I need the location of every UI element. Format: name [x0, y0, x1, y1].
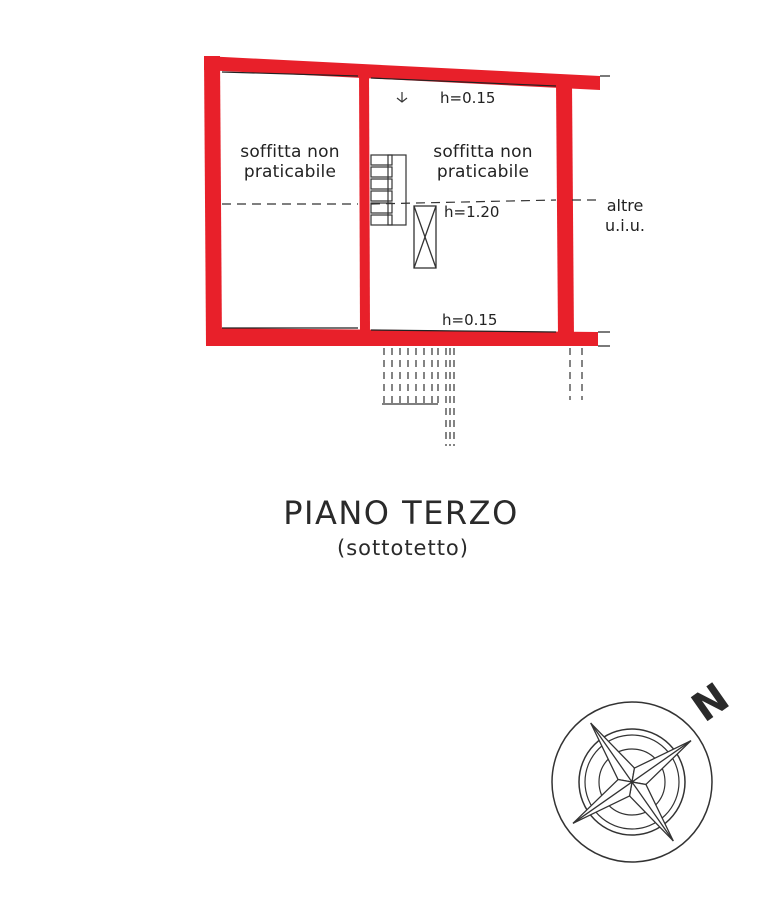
- height-lines: [222, 199, 598, 205]
- floor-subtitle: (sottotetto): [337, 536, 469, 560]
- room-label-right: soffitta non praticabile: [408, 142, 558, 182]
- room-label-right-line2: praticabile: [436, 162, 530, 182]
- compass-rose-icon: [551, 701, 713, 863]
- wall-partition: [359, 66, 370, 332]
- wall-top: [204, 56, 600, 90]
- room-label-right-line1: soffitta non: [433, 142, 533, 162]
- floor-title: PIANO TERZO: [283, 494, 519, 532]
- lower-stairs: [383, 348, 583, 446]
- adjacent-units-line1: altre: [606, 196, 644, 215]
- height-label-bottom: h=0.15: [440, 311, 500, 329]
- inner-outline: [221, 71, 610, 347]
- room-label-left: soffitta non praticabile: [222, 142, 358, 182]
- shaft: [413, 205, 437, 269]
- adjacent-units-line2: u.i.u.: [605, 216, 645, 235]
- wall-right: [556, 82, 574, 340]
- height-label-top: h=0.15: [438, 89, 498, 107]
- staircase: [370, 92, 408, 226]
- room-label-left-line2: praticabile: [243, 162, 337, 182]
- wall-left: [204, 56, 222, 346]
- wall-bottom: [206, 328, 598, 346]
- walls: [204, 56, 600, 346]
- adjacent-units-label: altre u.i.u.: [590, 196, 660, 236]
- height-label-middle: h=1.20: [442, 203, 502, 221]
- room-label-left-line1: soffitta non: [240, 142, 340, 162]
